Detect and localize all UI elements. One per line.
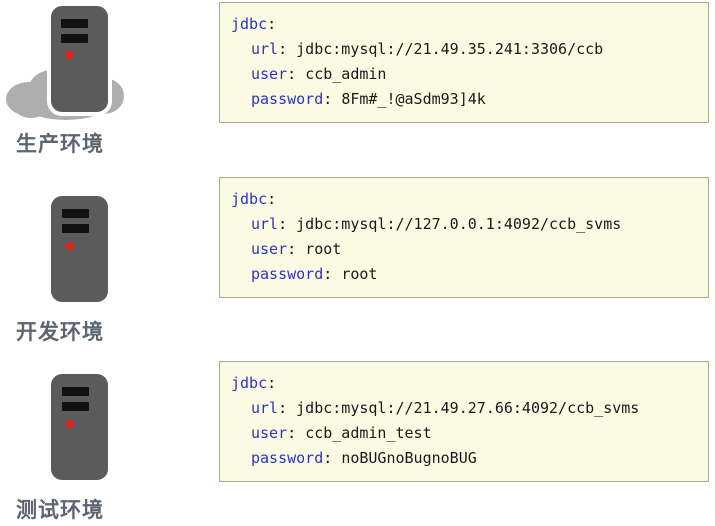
config-colon: : <box>287 424 306 442</box>
config-entry-key-password: password <box>251 449 324 467</box>
config-root-key: jdbc <box>231 374 268 392</box>
config-entry-key-user: user <box>251 65 288 83</box>
config-code-block-development: jdbc: url: jdbc:mysql://127.0.0.1:4092/c… <box>219 177 709 298</box>
environment-icon-column-development: 开发环境 <box>0 176 215 354</box>
config-root-key-line: jdbc: <box>220 12 708 37</box>
config-entry-value-password: root <box>341 265 378 283</box>
config-root-key-line: jdbc: <box>220 187 708 212</box>
environment-row-development: 开发环境 jdbc: url: jdbc:mysql://127.0.0.1:4… <box>0 176 715 354</box>
server-tower-cloud-icon <box>0 0 140 126</box>
environment-label-production: 生产环境 <box>16 132 104 156</box>
server-tower-body <box>51 196 108 302</box>
config-entry-key-url: url <box>251 399 279 417</box>
config-entry-value-password: noBUGnoBugnoBUG <box>341 449 477 467</box>
environment-row-test: 测试环境 jdbc: url: jdbc:mysql://21.49.27.66… <box>0 354 715 526</box>
server-drive-bay-icon <box>62 387 89 396</box>
server-tower-icon <box>47 2 112 116</box>
server-power-led-icon <box>66 242 74 250</box>
server-tower-icon <box>0 190 140 316</box>
config-entry-key-url: url <box>251 40 279 58</box>
config-colon: : <box>267 374 277 392</box>
config-root-key-line: jdbc: <box>220 371 708 396</box>
config-colon: : <box>287 65 306 83</box>
config-entry-key-user: user <box>251 240 288 258</box>
config-entry-key-url: url <box>251 215 279 233</box>
environment-icon-column-test: 测试环境 <box>0 354 215 526</box>
config-entry-line-url: url: jdbc:mysql://21.49.35.241:3306/ccb <box>220 37 708 62</box>
config-entry-value-user: ccb_admin <box>305 65 387 83</box>
config-entry-line-user: user: root <box>220 237 708 262</box>
server-drive-bay-icon <box>62 209 89 218</box>
config-entry-key-user: user <box>251 424 288 442</box>
environment-label-test: 测试环境 <box>16 498 104 522</box>
config-entry-line-url: url: jdbc:mysql://21.49.27.66:4092/ccb_s… <box>220 396 708 421</box>
server-drive-bay-icon <box>62 402 89 411</box>
config-entry-value-url: jdbc:mysql://21.49.35.241:3306/ccb <box>296 40 604 58</box>
server-power-led-icon <box>66 420 74 428</box>
config-root-key: jdbc <box>231 15 268 33</box>
config-entry-value-user: root <box>305 240 342 258</box>
config-entry-key-password: password <box>251 90 324 108</box>
environment-label-development: 开发环境 <box>16 320 104 344</box>
config-entry-key-password: password <box>251 265 324 283</box>
config-colon: : <box>267 15 277 33</box>
server-drive-bay-icon <box>61 34 88 43</box>
config-entry-value-user: ccb_admin_test <box>305 424 432 442</box>
config-colon: : <box>287 240 306 258</box>
config-entry-value-password: 8Fm#_!@aSdm93]4k <box>341 90 486 108</box>
config-colon: : <box>323 265 342 283</box>
server-tower-body <box>51 374 108 480</box>
config-code-block-production: jdbc: url: jdbc:mysql://21.49.35.241:330… <box>219 2 709 123</box>
config-colon: : <box>267 190 277 208</box>
config-entry-line-user: user: ccb_admin_test <box>220 421 708 446</box>
config-entry-value-url: jdbc:mysql://21.49.27.66:4092/ccb_svms <box>296 399 640 417</box>
config-entry-line-user: user: ccb_admin <box>220 62 708 87</box>
config-entry-line-password: password: noBUGnoBugnoBUG <box>220 446 708 471</box>
config-entry-line-password: password: root <box>220 262 708 287</box>
config-colon: : <box>278 40 297 58</box>
config-entry-line-url: url: jdbc:mysql://127.0.0.1:4092/ccb_svm… <box>220 212 708 237</box>
config-colon: : <box>323 449 342 467</box>
config-colon: : <box>278 215 297 233</box>
config-code-block-test: jdbc: url: jdbc:mysql://21.49.27.66:4092… <box>219 361 709 482</box>
environment-row-production: 生产环境 jdbc: url: jdbc:mysql://21.49.35.24… <box>0 0 715 176</box>
server-drive-bay-icon <box>61 19 88 28</box>
server-power-led-icon <box>65 51 73 59</box>
config-root-key: jdbc <box>231 190 268 208</box>
config-colon: : <box>278 399 297 417</box>
config-entry-line-password: password: 8Fm#_!@aSdm93]4k <box>220 87 708 112</box>
config-colon: : <box>323 90 342 108</box>
environment-icon-column-production: 生产环境 <box>0 0 215 176</box>
config-entry-value-url: jdbc:mysql://127.0.0.1:4092/ccb_svms <box>296 215 622 233</box>
server-tower-icon <box>0 368 140 494</box>
server-drive-bay-icon <box>62 224 89 233</box>
